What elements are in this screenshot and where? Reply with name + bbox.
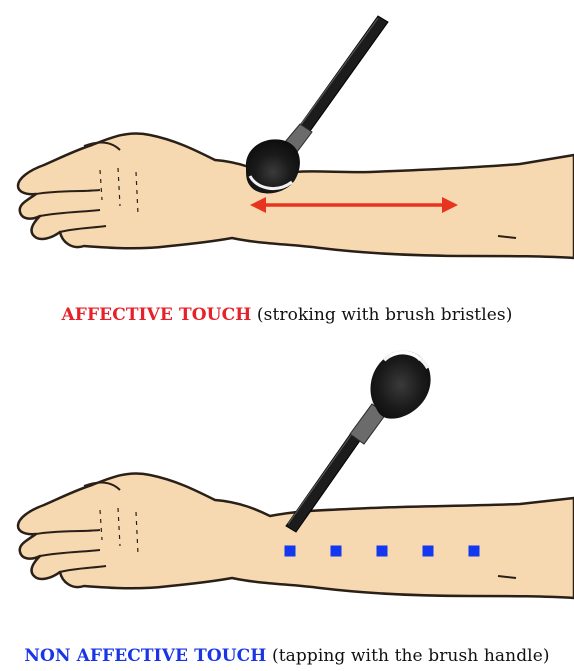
brush-handle bbox=[298, 16, 388, 134]
makeup-brush-1 bbox=[246, 16, 388, 193]
tap-point bbox=[377, 546, 388, 557]
tap-point bbox=[469, 546, 480, 557]
caption-keyword: AFFECTIVE TOUCH bbox=[62, 305, 252, 325]
tap-point bbox=[331, 546, 342, 557]
affective-caption: AFFECTIVE TOUCH (stroking with brush bri… bbox=[0, 305, 574, 325]
affective-touch-panel: AFFECTIVE TOUCH (stroking with brush bri… bbox=[0, 0, 574, 300]
forearm-hand-2 bbox=[18, 473, 574, 598]
non-affective-touch-panel: NON AFFECTIVE TOUCH (tapping with the br… bbox=[0, 330, 574, 671]
makeup-brush-2 bbox=[286, 351, 431, 532]
non-affective-illustration bbox=[0, 330, 574, 630]
caption-keyword: NON AFFECTIVE TOUCH bbox=[24, 646, 266, 666]
caption-description: (tapping with the brush handle) bbox=[266, 646, 549, 666]
tap-point bbox=[285, 546, 296, 557]
tap-point bbox=[423, 546, 434, 557]
affective-illustration bbox=[0, 0, 574, 300]
arm-outline bbox=[18, 473, 574, 598]
non-affective-caption: NON AFFECTIVE TOUCH (tapping with the br… bbox=[0, 646, 574, 666]
caption-description: (stroking with brush bristles) bbox=[251, 305, 512, 325]
